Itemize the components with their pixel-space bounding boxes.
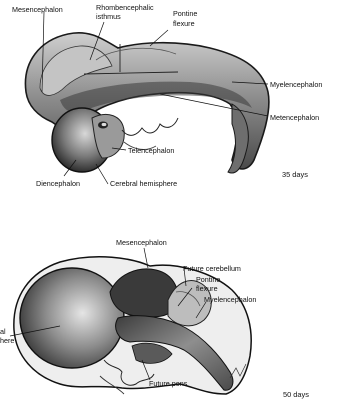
- label-future-pons: Future pons: [149, 379, 188, 388]
- age-label-35: 35 days: [282, 170, 308, 179]
- label-cerebral-hemisphere: Cerebral hemisphere: [110, 179, 177, 188]
- pharyngeal-arches: [122, 118, 178, 135]
- label-diencephalon: Diencephalon: [36, 179, 80, 188]
- label-pontine-bottom-line2: flexure: [196, 284, 218, 293]
- label-partial-left-line1: al: [0, 327, 6, 336]
- label-myelencephalon-bottom: Myelencephalon: [204, 295, 256, 304]
- label-mesencephalon-top: Mesencephalon: [12, 5, 63, 14]
- label-myelencephalon-top: Myelencephalon: [270, 80, 322, 89]
- label-pontine-line1: Pontine: [173, 9, 197, 18]
- age-label-50: 50 days: [283, 390, 309, 399]
- label-partial-left-line2: here: [0, 336, 14, 345]
- diagram-50-days: Mesencephalon Future cerebellum Pontine …: [0, 238, 309, 399]
- cerebral-hemisphere-50: [20, 268, 124, 368]
- diagram-35-days: Mesencephalon Rhombencephalic isthmus Po…: [12, 3, 322, 188]
- label-pontine-line2: flexure: [173, 19, 195, 28]
- label-future-cerebellum: Future cerebellum: [183, 264, 241, 273]
- label-rhombencephalic-line2: isthmus: [96, 12, 121, 21]
- label-mesencephalon-bottom: Mesencephalon: [116, 238, 167, 247]
- label-pontine-bottom-line1: Pontine: [196, 275, 220, 284]
- label-rhombencephalic-line1: Rhombencephalic: [96, 3, 154, 12]
- label-metencephalon: Metencephalon: [270, 113, 319, 122]
- label-telencephalon: Telencephalon: [128, 146, 174, 155]
